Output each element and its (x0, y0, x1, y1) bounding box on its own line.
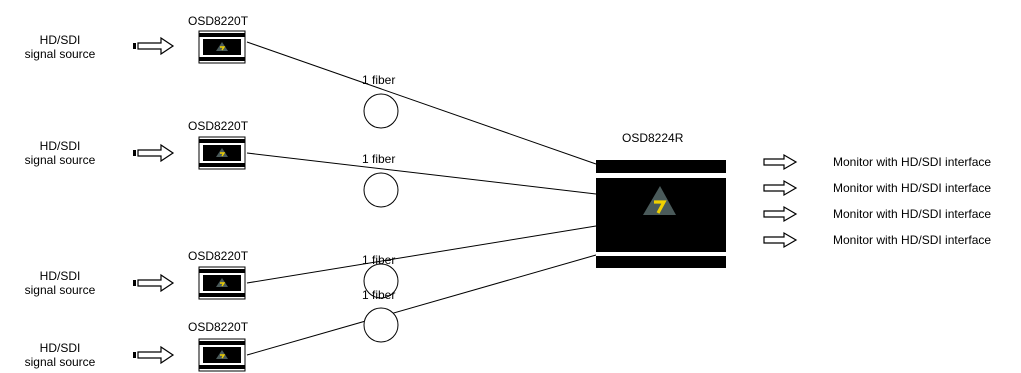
source-label-line1: HD/SDI (39, 341, 81, 355)
fiber-line-3 (246, 225, 597, 284)
transmitter-unit-2 (198, 136, 246, 170)
transmitter-unit-3 (198, 266, 246, 300)
transmitter-label-4: OSD8220T (188, 320, 249, 334)
input-arrow-4 (132, 346, 174, 364)
fiber-line-1 (246, 41, 597, 165)
source-label-line2: signal source (24, 47, 96, 61)
output-label-4: Monitor with HD/SDI interface (833, 233, 992, 247)
source-label-line1: HD/SDI (39, 139, 81, 153)
transmitter-label-3: OSD8220T (188, 249, 249, 263)
input-arrow-2 (132, 144, 174, 162)
input-arrow-3 (132, 274, 174, 292)
source-label-line1: HD/SDI (39, 33, 81, 47)
source-label-line2: signal source (24, 283, 96, 297)
source-label-1: HD/SDI signal source (5, 33, 115, 61)
fiber-spool-2 (363, 172, 399, 208)
source-label-line2: signal source (24, 355, 96, 369)
source-label-4: HD/SDI signal source (5, 341, 115, 369)
source-label-2: HD/SDI signal source (5, 139, 115, 167)
output-arrow-3 (763, 206, 797, 222)
fiber-label-3: 1 fiber (362, 253, 396, 267)
brand-logo-icon (643, 186, 676, 215)
output-arrow-4 (763, 232, 797, 248)
output-arrow-2 (763, 180, 797, 196)
transmitter-unit-4 (198, 338, 246, 372)
fiber-spool-3 (363, 263, 399, 299)
fiber-label-1: 1 fiber (362, 73, 396, 87)
receiver-label: OSD8224R (622, 131, 684, 145)
output-label-3: Monitor with HD/SDI interface (833, 207, 992, 221)
source-label-line2: signal source (24, 153, 96, 167)
fiber-spool-4 (363, 307, 399, 343)
fiber-line-4 (246, 254, 597, 356)
output-arrow-1 (763, 154, 797, 170)
fiber-label-4: 1 fiber (362, 288, 396, 302)
source-label-line1: HD/SDI (39, 269, 81, 283)
fiber-label-2: 1 fiber (362, 152, 396, 166)
output-label-2: Monitor with HD/SDI interface (833, 181, 992, 195)
input-arrow-1 (132, 37, 174, 55)
transmitter-unit-1 (198, 30, 246, 64)
transmitter-label-1: OSD8220T (188, 14, 249, 28)
receiver-unit (596, 158, 726, 268)
fiber-spool-1 (363, 93, 399, 129)
source-label-3: HD/SDI signal source (5, 269, 115, 297)
transmitter-label-2: OSD8220T (188, 119, 249, 133)
output-label-1: Monitor with HD/SDI interface (833, 155, 992, 169)
fiber-line-2 (246, 152, 597, 195)
